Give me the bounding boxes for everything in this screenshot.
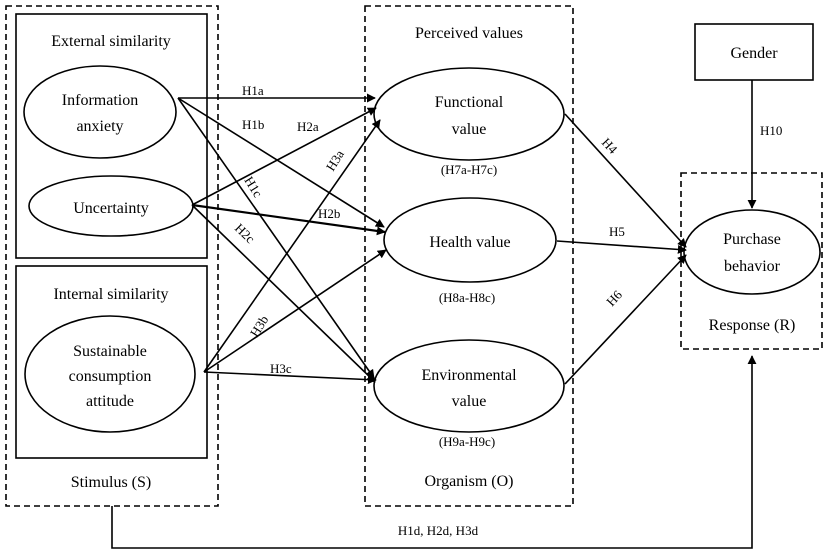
gender-box — [694, 23, 814, 81]
arrow-h4 — [564, 113, 687, 248]
external-similarity-title: External similarity — [51, 33, 171, 50]
arrow-h2a — [191, 107, 377, 206]
arrow-h3b — [203, 249, 387, 373]
response-title: Response (R) — [709, 317, 796, 334]
functional-value-node — [373, 67, 565, 161]
stimulus-title: Stimulus (S) — [71, 474, 151, 491]
arrow-direct-path — [111, 355, 757, 549]
label-h2b: H2b — [318, 206, 340, 221]
purchase-behavior-label-2: behavior — [724, 258, 781, 275]
label-h1a: H1a — [242, 83, 264, 98]
information-anxiety-node — [23, 65, 177, 159]
environmental-value-label-2: value — [452, 393, 487, 410]
label-h2c: H2c — [232, 220, 258, 246]
arrow-h2b — [191, 203, 386, 236]
functional-value-label-1: Functional — [435, 94, 504, 111]
label-h2a: H2a — [297, 119, 319, 134]
sca-label-2: consumption — [69, 368, 152, 385]
health-value-hypotheses: (H8a-H8c) — [439, 290, 495, 305]
label-h10: H10 — [760, 123, 782, 138]
functional-value-hypotheses: (H7a-H7c) — [441, 162, 497, 177]
information-anxiety-label-2: anxiety — [76, 118, 123, 135]
external-similarity-box — [15, 13, 208, 259]
label-h5: H5 — [609, 224, 625, 239]
health-value-node — [383, 197, 557, 283]
sustainable-consumption-attitude-node — [24, 315, 196, 433]
perceived-values-header: Perceived values — [415, 25, 523, 42]
sca-label-3: attitude — [86, 393, 134, 410]
stimulus-box — [5, 5, 219, 507]
internal-similarity-title: Internal similarity — [53, 286, 168, 303]
arrow-h5 — [556, 240, 687, 254]
label-h1d-h2d-h3d: H1d, H2d, H3d — [398, 523, 479, 538]
label-h6: H6 — [603, 287, 625, 309]
information-anxiety-label-1: Information — [62, 92, 138, 109]
environmental-value-hypotheses: (H9a-H9c) — [439, 434, 495, 449]
purchase-behavior-node — [683, 209, 821, 295]
environmental-value-node — [373, 339, 565, 433]
environmental-value-label-1: Environmental — [421, 367, 517, 384]
purchase-behavior-label-1: Purchase — [723, 231, 781, 248]
uncertainty-label: Uncertainty — [73, 200, 149, 217]
arrow-h1b — [177, 97, 385, 228]
internal-similarity-box — [15, 265, 208, 459]
arrow-h1c — [177, 97, 375, 379]
gender-label: Gender — [730, 45, 778, 62]
arrow-h3a — [203, 119, 381, 373]
health-value-label: Health value — [429, 234, 510, 251]
sca-label-1: Sustainable — [73, 343, 147, 360]
functional-value-label-2: value — [452, 121, 487, 138]
label-h3c: H3c — [270, 361, 292, 376]
label-h1b: H1b — [242, 117, 264, 132]
organism-box — [364, 5, 574, 507]
arrow-h6 — [564, 254, 687, 385]
arrow-h2c — [191, 204, 376, 383]
organism-title: Organism (O) — [424, 473, 513, 490]
label-h3b: H3b — [247, 313, 272, 340]
label-h3a: H3a — [323, 147, 347, 174]
arrow-h3c — [203, 371, 377, 385]
